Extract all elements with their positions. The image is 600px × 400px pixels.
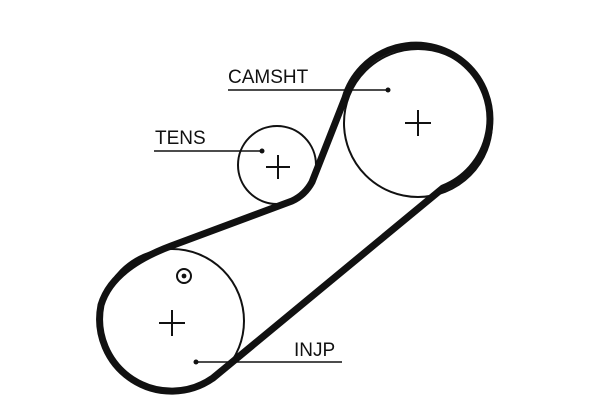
injection-pump-label: INJP xyxy=(294,340,335,361)
plus-icon xyxy=(405,110,431,136)
leader-line-tensioner xyxy=(154,148,265,154)
leader-line-camshaft xyxy=(228,87,391,93)
leader-line-injection-pump xyxy=(193,359,342,365)
camshaft-label: CAMSHT xyxy=(228,67,309,88)
plus-icon xyxy=(266,155,290,179)
circled-dot-icon xyxy=(176,268,192,284)
tensioner-label: TENS xyxy=(155,128,206,149)
plus-icon xyxy=(159,310,185,336)
timing-belt xyxy=(96,41,494,395)
